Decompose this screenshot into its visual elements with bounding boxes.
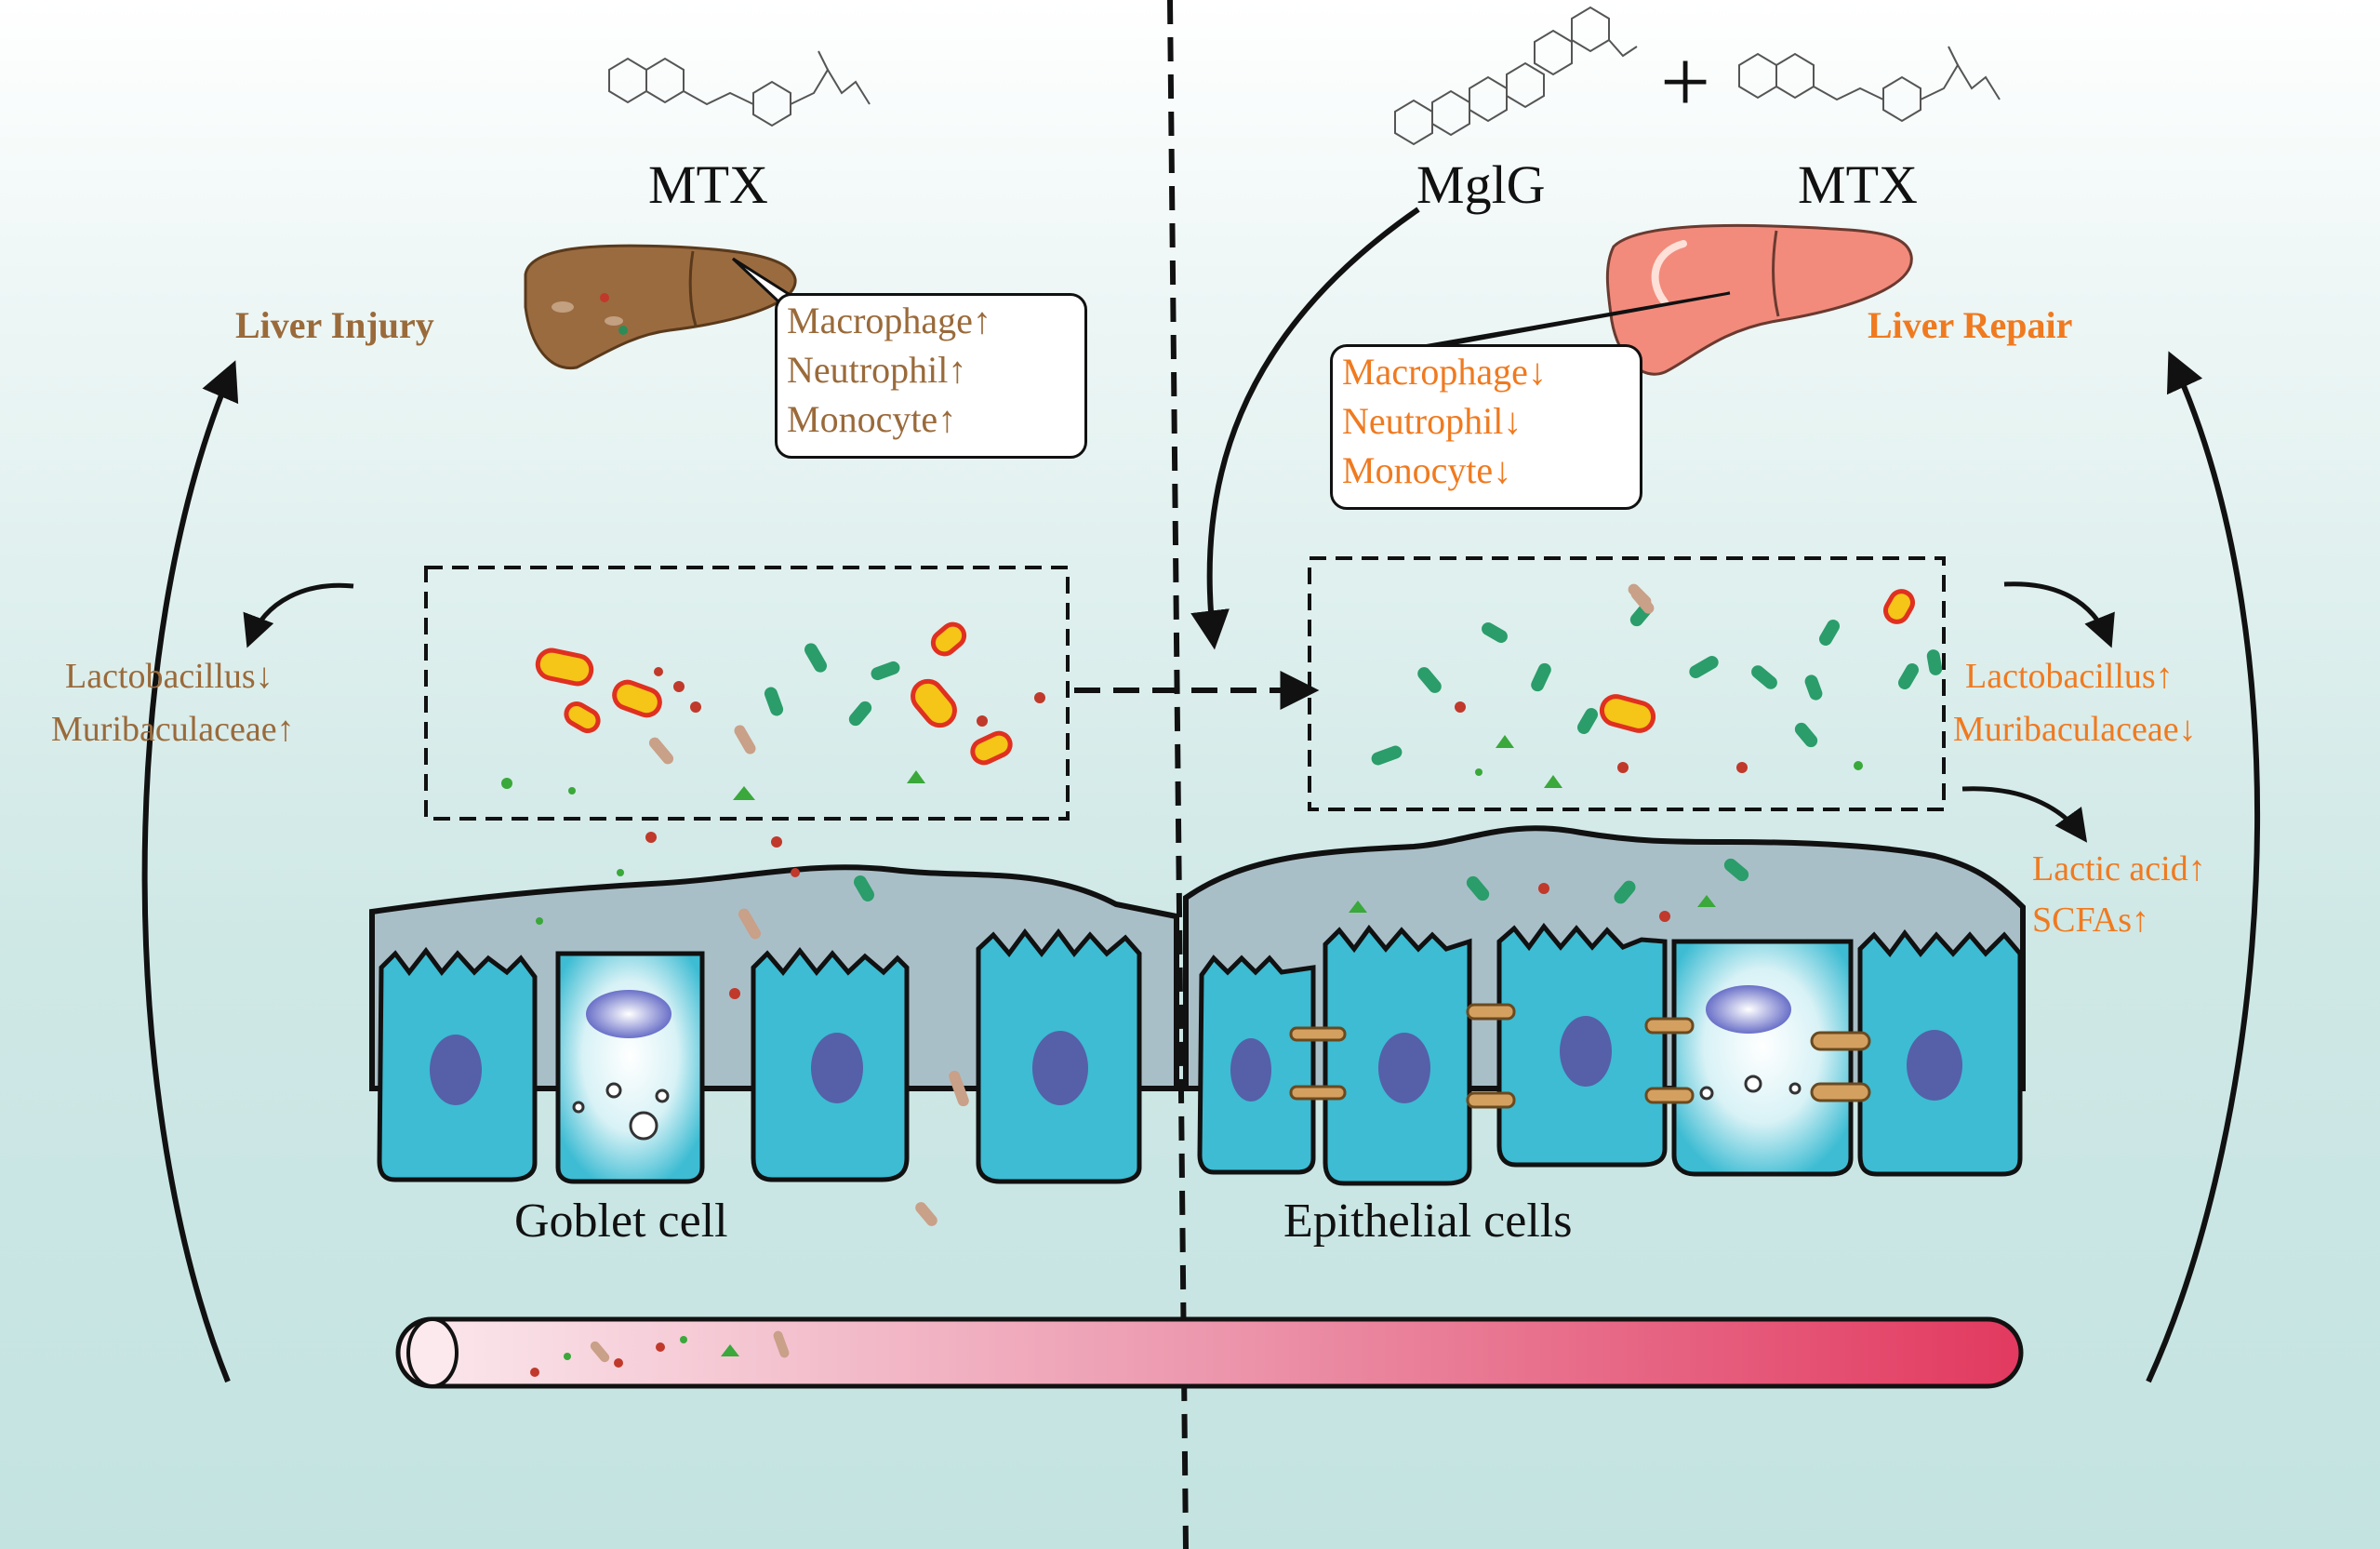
neutrophil-up: Neutrophil↑ (787, 349, 967, 392)
plus-sign: + (1660, 32, 1711, 131)
monocyte-down: Monocyte↓ (1342, 449, 1512, 492)
drug-label-mtx-right: MTX (1798, 154, 1918, 215)
immune-callout-right: Macrophage↓ Neutrophil↓ Monocyte↓ (1330, 344, 1642, 510)
microbiota-box-right (1308, 556, 1946, 811)
lactobacillus-up: Lactobacillus↑ (1965, 657, 2174, 696)
tight-junctions (1289, 1003, 1871, 1109)
arrow-metab-right (1961, 786, 2088, 843)
liver-repair-label: Liver Repair (1868, 304, 2073, 346)
cells-left (377, 928, 1142, 1184)
neutrophil-down: Neutrophil↓ (1342, 400, 1522, 443)
callout-tail-right (1417, 291, 1731, 349)
arrow-lacto-right (2003, 581, 2115, 648)
arrow-lacto-left (243, 582, 354, 648)
arrow-mglg-down (1190, 207, 1420, 650)
mglg-molecule (1394, 6, 1638, 146)
epithelial-vacuole (1706, 985, 1791, 1034)
nuclei-right (1230, 1016, 1962, 1103)
mtx-molecule-right (1738, 46, 2001, 123)
damaged-liver (524, 244, 797, 370)
monocyte-up: Monocyte↑ (787, 398, 957, 441)
goblet-vacuole (586, 990, 671, 1038)
healthy-liver (1605, 223, 1913, 376)
divider-line (1167, 0, 1189, 1549)
lactobacillus-down: Lactobacillus↓ (65, 657, 273, 696)
lactic-acid-up: Lactic acid↑ (2032, 849, 2206, 888)
mucus-microbes (536, 583, 1749, 1226)
epithelial-cells-label: Epithelial cells (1283, 1195, 1573, 1248)
muribaculaceae-up: Muribaculaceae↑ (51, 710, 295, 749)
drug-label-mtx-left: MTX (648, 154, 768, 215)
drug-label-mglg: MglG (1416, 154, 1546, 215)
muribaculaceae-down: Muribaculaceae↓ (1953, 710, 2197, 749)
arrow-right-up (2146, 351, 2260, 1383)
immune-callout-left: Macrophage↑ Neutrophil↑ Monocyte↑ (775, 293, 1087, 459)
intestine-tube (395, 1316, 2024, 1389)
nuclei-left (430, 1031, 1088, 1105)
arrow-left-up (141, 360, 239, 1383)
bacteria-left (501, 621, 1045, 800)
bacteria-right (1371, 588, 1943, 788)
macrophage-up: Macrophage↑ (787, 300, 991, 341)
liver-injury-label: Liver Injury (235, 304, 434, 346)
goblet-cell-label: Goblet cell (514, 1195, 728, 1248)
microbiota-box-left (424, 566, 1070, 821)
scfas-up: SCFAs↑ (2032, 901, 2150, 940)
macrophage-down: Macrophage↓ (1342, 351, 1547, 393)
mtx-molecule-left (608, 50, 871, 127)
